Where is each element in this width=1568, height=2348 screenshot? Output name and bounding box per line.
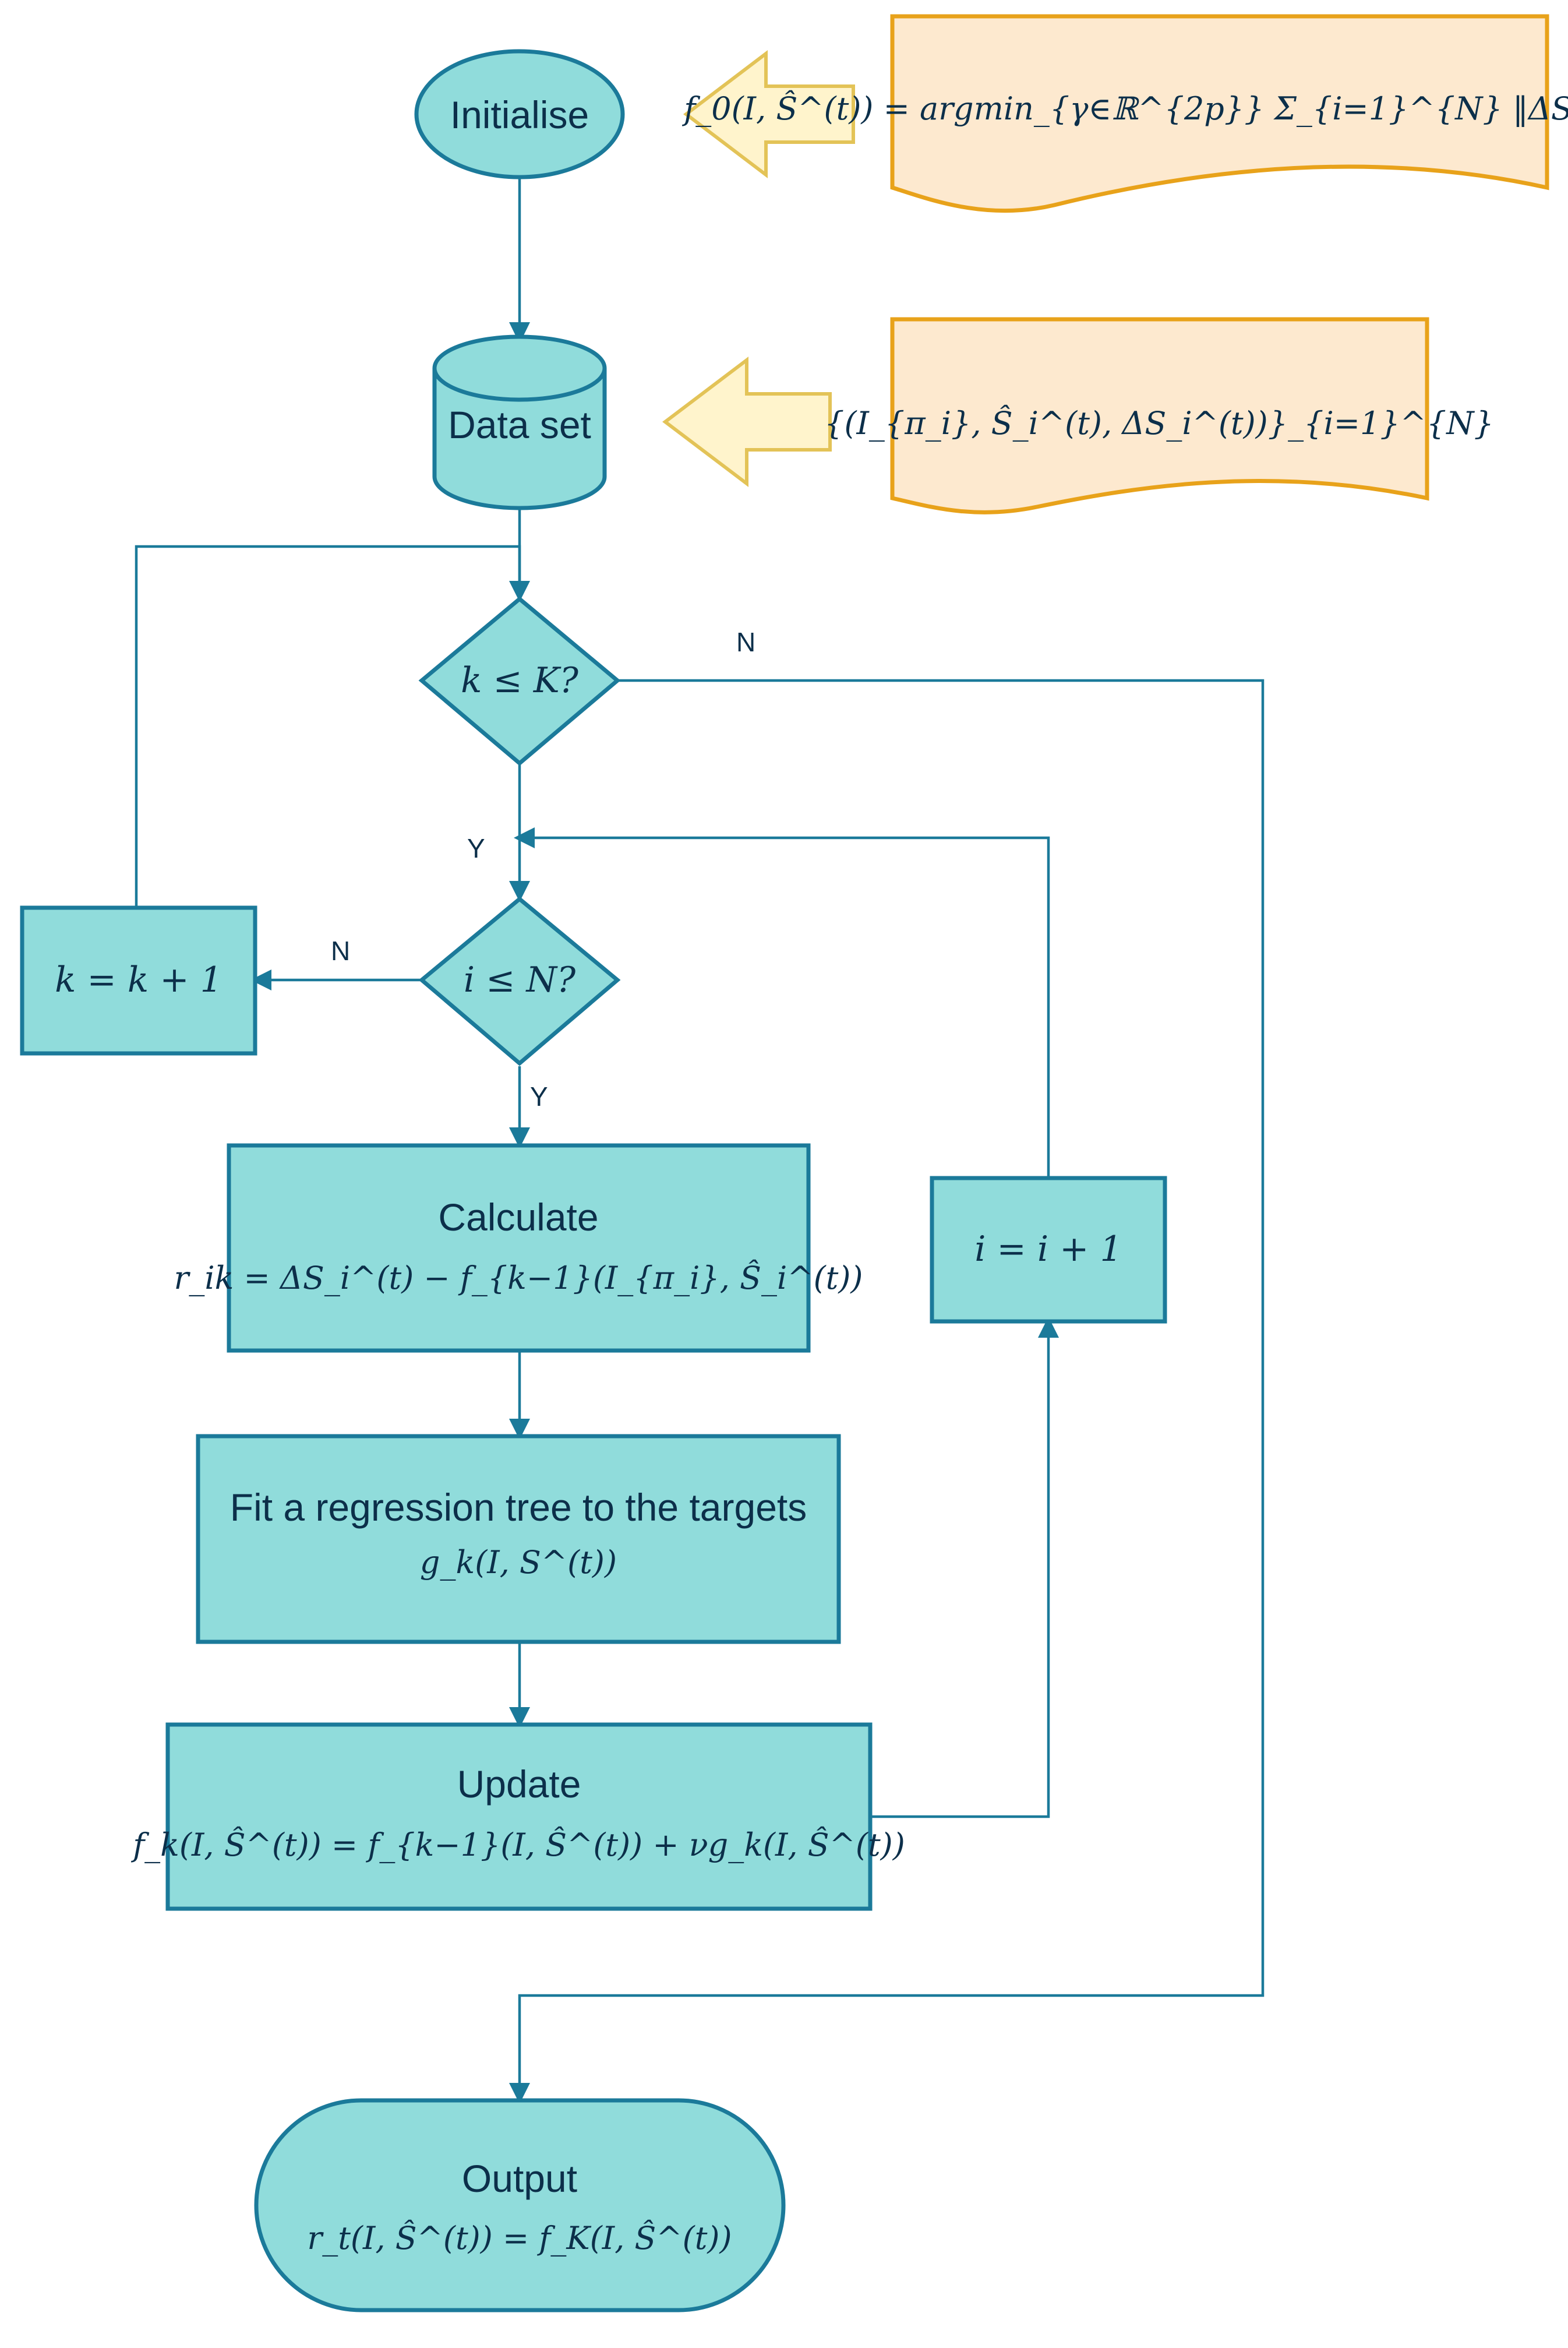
calculate-label: Calculate [438,1196,598,1239]
note-init-formula: f_0(I, Ŝ^(t)) = argmin_{γ∈ℝ^{2p}} Σ_{i=1… [681,14,1568,213]
node-dataset[interactable]: Data set [432,334,607,510]
init-formula-text: f_0(I, Ŝ^(t)) = argmin_{γ∈ℝ^{2p}} Σ_{i=1… [681,90,1568,127]
increment-k-label: k = k + 1 [55,960,223,1000]
output-label: Output [462,2157,577,2200]
arrowhead [250,969,271,990]
edge-loop-k-return [135,545,521,908]
edge-label-k-yes: Y [467,833,485,863]
edge-update-to-increment-i [871,1323,1050,1818]
edge-label-i-no: N [331,936,350,966]
node-initialise[interactable]: Initialise [414,49,625,179]
edge-loop-i-return [520,836,1050,1178]
update-formula: f_k(I, Ŝ^(t)) = f_{k−1}(I, Ŝ^(t)) + νg_k… [130,1826,905,1863]
edge-label-k-no: N [736,627,755,657]
update-label: Update [457,1762,581,1806]
note-arrow-initialise [683,50,855,179]
increment-i-label: i = i + 1 [974,1229,1122,1270]
edges [135,178,1265,2097]
arrowhead [509,1419,530,1440]
edge-decision-k-no-to-output [518,679,1265,2097]
arrowhead [509,1707,530,1728]
node-fit[interactable]: Fit a regression tree to the targets g_k… [196,1434,841,1644]
calculate-formula: r_ik = ΔS_i^(t) − f_{k−1}(I_{π_i}, Ŝ_i^(… [174,1259,863,1296]
arrowhead [509,881,530,902]
note-dataset-formula: {(I_{π_i}, Ŝ_i^(t), ΔS_i^(t))}_{i=1}^{N} [824,317,1494,514]
arrowhead [509,581,530,602]
decision-k-label: k ≤ K? [461,660,579,701]
node-decision-i[interactable]: i ≤ N? [418,896,621,1066]
node-increment-i[interactable]: i = i + 1 [930,1176,1167,1324]
node-calculate[interactable]: Calculate r_ik = ΔS_i^(t) − f_{k−1}(I_{π… [174,1143,863,1353]
edge-label-i-yes: Y [530,1081,548,1112]
arrowheads [250,322,1059,2104]
arrowhead [509,322,530,344]
fit-label: Fit a regression tree to the targets [230,1486,807,1529]
initialise-label: Initialise [450,93,589,136]
note-arrow-dataset [662,356,832,488]
dataset-label: Data set [448,403,591,446]
arrowhead [514,827,535,848]
node-output[interactable]: Output r_t(I, Ŝ^(t)) = f_K(I, Ŝ^(t)) [254,2098,786,2312]
output-formula: r_t(I, Ŝ^(t)) = f_K(I, Ŝ^(t)) [307,2219,732,2257]
arrowhead [509,1127,530,1148]
dataset-formula-text: {(I_{π_i}, Ŝ_i^(t), ΔS_i^(t))}_{i=1}^{N} [824,404,1494,442]
fit-formula: g_k(I, S^(t)) [420,1544,617,1581]
node-update[interactable]: Update f_k(I, Ŝ^(t)) = f_{k−1}(I, Ŝ^(t))… [130,1722,905,1911]
decision-i-label: i ≤ N? [464,960,576,1000]
arrowhead [509,2083,530,2104]
node-decision-k[interactable]: k ≤ K? [418,596,621,766]
arrowhead [1038,1317,1059,1338]
node-increment-k[interactable]: k = k + 1 [20,905,257,1056]
